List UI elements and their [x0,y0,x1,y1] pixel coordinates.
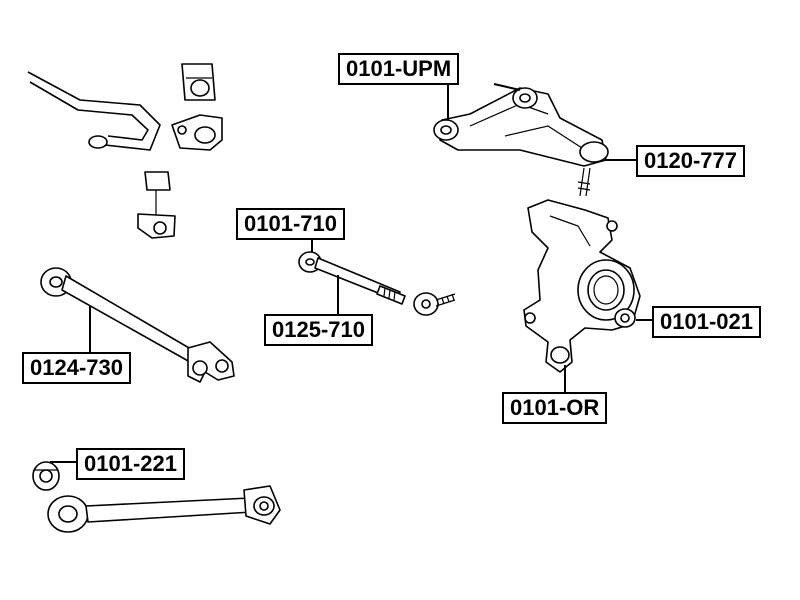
knuckle-bushing [614,308,636,328]
stabilizer-link [137,171,176,239]
steering-knuckle [523,199,641,373]
label-ball-joint: 0120-777 [636,145,745,177]
label-rod-125: 0125-710 [264,314,373,346]
stabilizer-bracket [171,114,223,151]
label-lower-arm: 0124-730 [22,352,131,384]
stabilizer-bushing [181,63,216,101]
upper-control-arm [433,87,609,167]
label-knuckle-bush: 0101-021 [652,306,761,338]
trailing-arm [47,485,281,533]
link-rod [298,251,456,316]
small-bushing [32,461,60,491]
label-bush-221: 0101-221 [76,448,185,480]
label-rod-710: 0101-710 [236,208,345,240]
lower-arm [40,267,235,383]
stabilizer-bar [27,71,161,151]
label-knuckle-or: 0101-OR [502,392,608,424]
label-upper-arm: 0101-UPM [338,53,460,85]
ball-joint-stud [577,167,591,197]
leader-lines [50,83,652,463]
